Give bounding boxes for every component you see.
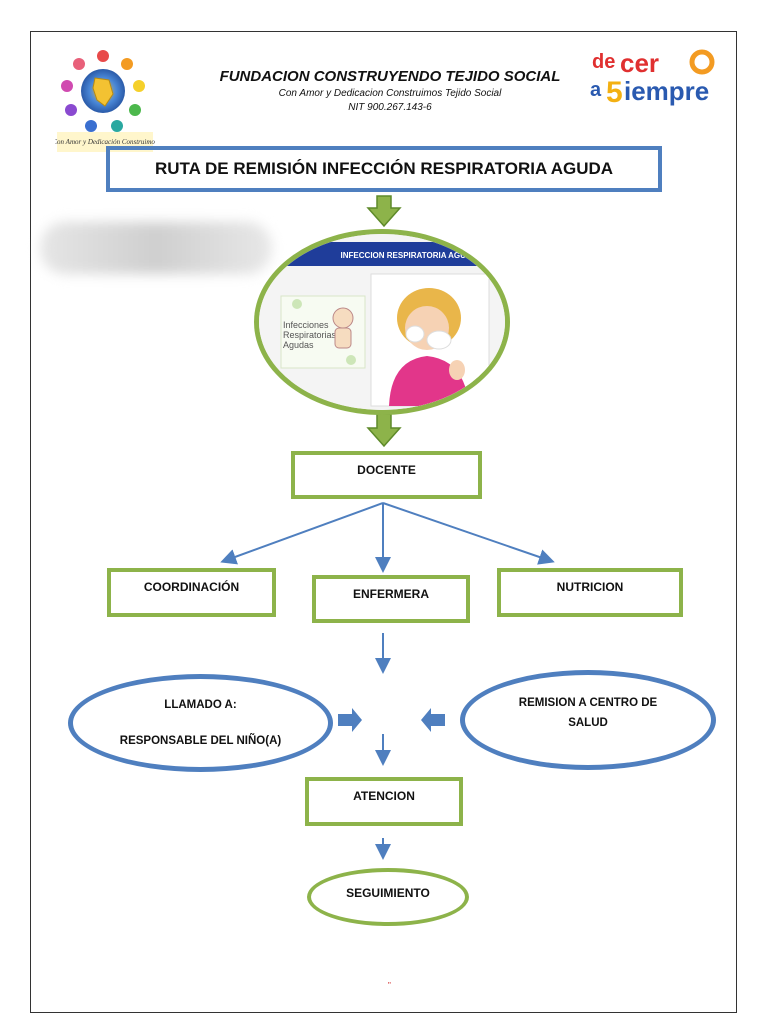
svg-text:5: 5 (606, 76, 623, 108)
remision-centro-salud-ellipse: REMISION A CENTRO DE SALUD (460, 670, 716, 770)
llamado-line-1: LLAMADO A: (164, 699, 237, 711)
ira-illustration: INFECCION RESPIRATORIA AGUDA Infecciones… (259, 234, 505, 410)
ira-photo-panel: INFECCION RESPIRATORIA AGUDA Infecciones… (254, 229, 510, 415)
seguimiento-ellipse: SEGUIMIENTO (307, 868, 469, 926)
blurred-region (40, 222, 272, 274)
org-nit: NIT 900.267.143-6 (348, 102, 432, 113)
atencion-box: ATENCION (305, 777, 463, 826)
remision-line-1: REMISION A CENTRO DE (518, 697, 658, 709)
svg-text:iempre: iempre (624, 76, 709, 106)
route-title: RUTA DE REMISIÓN INFECCIÓN RESPIRATORIA … (106, 146, 662, 192)
foundation-logo-text: Con Amor y Dedicación Construimos (55, 138, 155, 146)
docente-box: DOCENTE (291, 451, 482, 499)
slide-line-3: Agudas (283, 340, 314, 350)
coordinacion-box: COORDINACIÓN (107, 568, 276, 617)
green-arrow-2 (366, 413, 402, 448)
org-tagline: Con Amor y Dedicacion Construimos Tejido… (278, 88, 502, 99)
remision-line-2: SALUD (568, 717, 608, 729)
llamado-line-2: RESPONSABLE DEL NIÑO(A) (119, 735, 282, 747)
de-cero-a-siempre-logo: de cer a 5 iempre (590, 48, 715, 108)
foundation-logo: Con Amor y Dedicación Construimos (55, 50, 155, 152)
llamado-responsable-ellipse: LLAMADO A: RESPONSABLE DEL NIÑO(A) (68, 674, 333, 772)
nutricion-box: NUTRICION (497, 568, 683, 617)
page-frame (30, 31, 737, 1013)
image-banner: INFECCION RESPIRATORIA AGUDA (341, 251, 478, 260)
footnote-mark: " (388, 981, 391, 990)
enfermera-box: ENFERMERA (312, 575, 470, 623)
svg-text:de: de (592, 51, 615, 73)
org-name: FUNDACION CONSTRUYENDO TEJIDO SOCIAL (219, 68, 561, 85)
slide-line-1: Infecciones (283, 320, 329, 330)
svg-text:cer: cer (620, 48, 659, 78)
svg-text:a: a (590, 79, 602, 101)
slide-line-2: Respiratorias (283, 330, 337, 340)
green-arrow-1 (366, 195, 402, 228)
